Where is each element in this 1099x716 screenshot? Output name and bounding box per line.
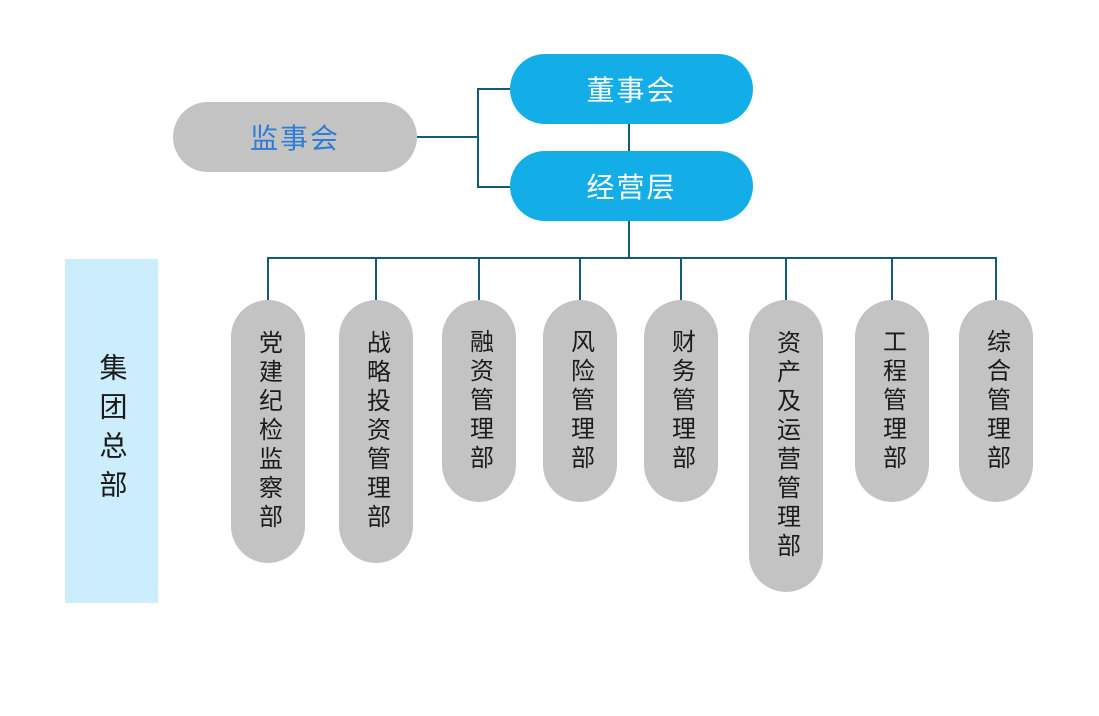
dept-label: 资产及运营管理部 xyxy=(772,330,800,562)
node-supervisory-label: 监事会 xyxy=(249,123,340,154)
node-management-label: 经营层 xyxy=(586,172,677,203)
connector-bracket-top-stub xyxy=(477,88,511,90)
connector-drop-7 xyxy=(891,257,893,303)
connector-departments-bus xyxy=(267,257,997,259)
node-management-layer: 经营层 xyxy=(510,151,753,221)
connector-bracket-bottom-stub xyxy=(477,186,511,188)
node-board-label: 董事会 xyxy=(586,75,677,106)
connector-supervisory xyxy=(417,136,479,138)
node-dept-strategic-investment: 战略投资管理部 xyxy=(339,300,413,563)
node-dept-risk: 风险管理部 xyxy=(543,300,617,502)
connector-management-down xyxy=(628,220,630,258)
connector-bracket-vertical xyxy=(477,88,479,188)
dept-label: 财务管理部 xyxy=(667,328,695,474)
dept-label: 综合管理部 xyxy=(982,328,1010,474)
dept-label: 风险管理部 xyxy=(566,328,594,474)
node-dept-finance: 财务管理部 xyxy=(644,300,718,502)
connector-drop-1 xyxy=(267,257,269,303)
dept-label: 党建纪检监察部 xyxy=(254,330,282,533)
node-supervisory-board: 监事会 xyxy=(173,102,417,172)
connector-drop-3 xyxy=(478,257,480,303)
node-dept-party-discipline: 党建纪检监察部 xyxy=(231,300,305,563)
node-board-of-directors: 董事会 xyxy=(510,54,753,124)
group-headquarters-label: 集团总部 xyxy=(96,353,128,509)
dept-label: 融资管理部 xyxy=(465,328,493,474)
connector-drop-8 xyxy=(995,257,997,303)
group-headquarters-panel: 集团总部 xyxy=(65,259,158,603)
connector-drop-5 xyxy=(680,257,682,303)
node-dept-engineering: 工程管理部 xyxy=(855,300,929,502)
connector-drop-2 xyxy=(375,257,377,303)
dept-label: 工程管理部 xyxy=(878,328,906,474)
connector-drop-4 xyxy=(579,257,581,303)
connector-drop-6 xyxy=(785,257,787,303)
node-dept-asset-operations: 资产及运营管理部 xyxy=(749,300,823,592)
dept-label: 战略投资管理部 xyxy=(362,330,390,533)
node-dept-financing: 融资管理部 xyxy=(442,300,516,502)
connector-board-to-management xyxy=(628,124,630,152)
node-dept-general-admin: 综合管理部 xyxy=(959,300,1033,502)
